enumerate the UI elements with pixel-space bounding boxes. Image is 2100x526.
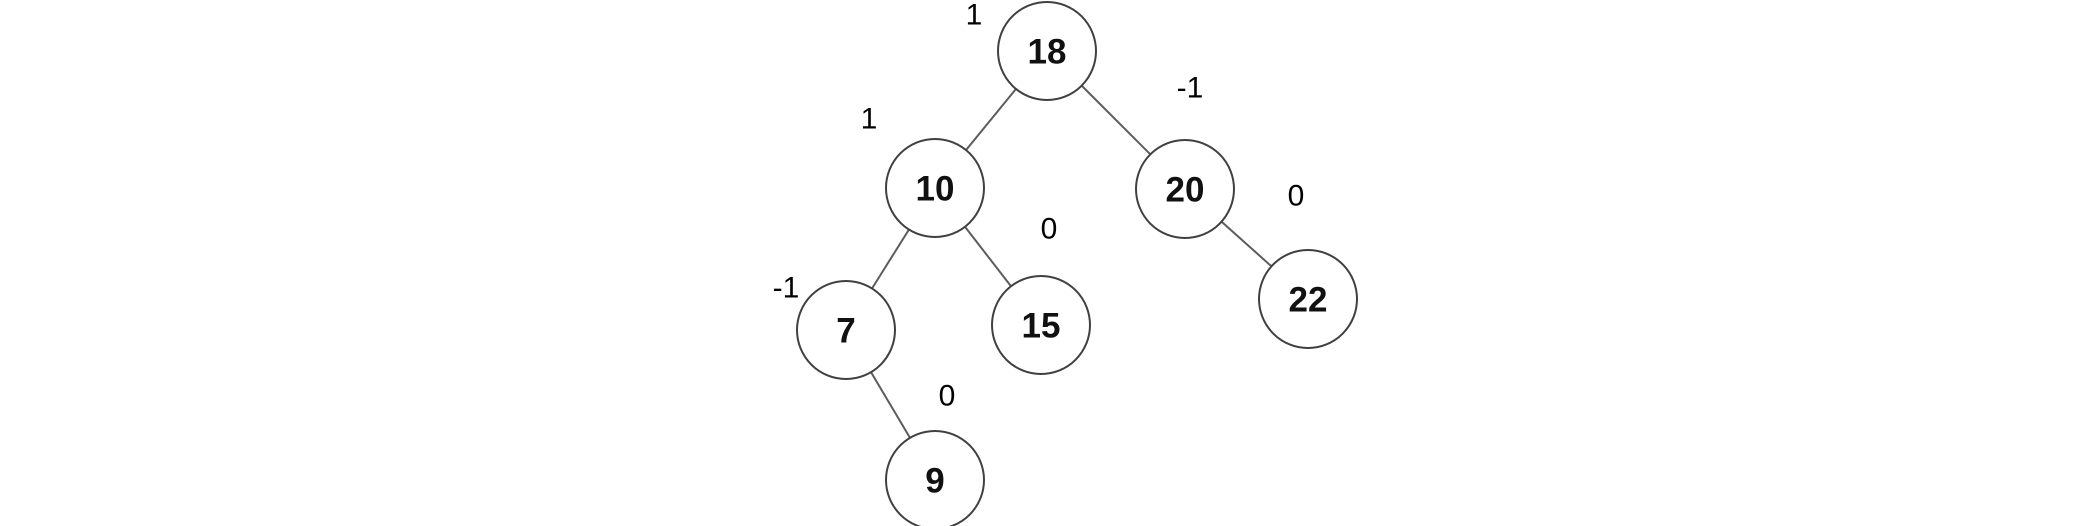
balance-factor-label-20: -1 (1177, 72, 1204, 105)
tree-node-circle-20 (1135, 139, 1235, 239)
balance-factor-label-22: 0 (1288, 180, 1305, 213)
tree-node-circle-9 (885, 430, 985, 526)
tree-node-value-18: 18 (1028, 32, 1067, 71)
tree-node-circle-7 (796, 280, 896, 380)
tree-node-value-9: 9 (925, 461, 944, 500)
tree-node-value-22: 22 (1289, 280, 1328, 319)
tree-edges-layer (845, 50, 1309, 481)
balance-factor-label-7: -1 (773, 272, 800, 305)
tree-node-value-20: 20 (1166, 170, 1205, 209)
balance-factor-label-9: 0 (939, 380, 956, 413)
tree-node-value-15: 15 (1022, 306, 1061, 345)
tree-labels-layer: 1 1 -1 0 -1 0 0 (773, 0, 1305, 413)
tree-node-circle-15 (991, 275, 1091, 375)
balance-factor-label-18: 1 (966, 0, 983, 32)
tree-node-value-10: 10 (916, 169, 955, 208)
tree-node-circle-22 (1258, 249, 1358, 349)
tree-node-circle-10 (885, 138, 985, 238)
balance-factor-label-10: 1 (861, 103, 878, 136)
tree-node-circle-18 (997, 1, 1097, 101)
tree-node-value-7: 7 (836, 311, 855, 350)
balance-factor-label-15: 0 (1041, 213, 1058, 246)
